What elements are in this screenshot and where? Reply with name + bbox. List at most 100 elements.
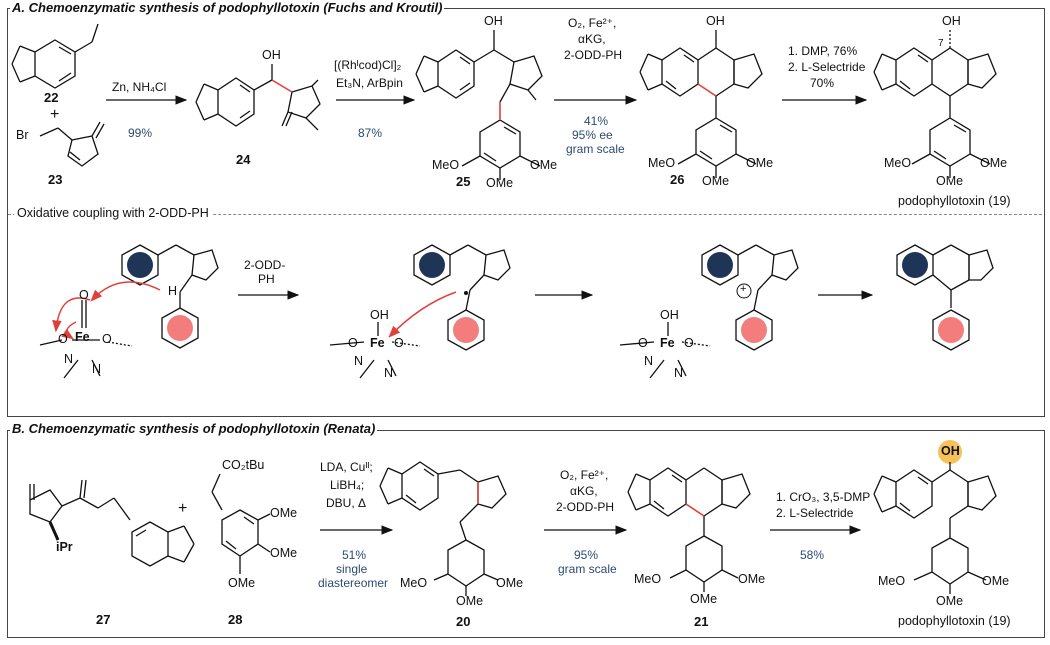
step-b1-yield-2: single bbox=[336, 562, 368, 576]
n-3a: N bbox=[644, 354, 654, 368]
step-b1-reagent-3: DBU, Δ bbox=[326, 496, 367, 510]
fe-2: Fe bbox=[370, 336, 385, 350]
meo-20: MeO bbox=[400, 576, 428, 590]
oh-fe-3: OH bbox=[660, 308, 679, 322]
podophyllotoxin-b-structure bbox=[873, 440, 997, 594]
pink-ring-icon bbox=[167, 315, 193, 341]
step-b1-yield-1: 51% bbox=[342, 548, 367, 562]
new-bond-21 bbox=[685, 503, 705, 517]
oh-19b: OH bbox=[941, 444, 960, 458]
mechanism-step-3 bbox=[619, 244, 799, 379]
panel-b-frame bbox=[7, 430, 1045, 638]
co2tbu-label: CO₂tBu bbox=[222, 458, 265, 472]
step-b3-yield: 58% bbox=[800, 548, 825, 562]
compound-25-structure bbox=[415, 30, 543, 180]
step-b2-reagent-1: O₂, Fe²⁺, bbox=[560, 468, 609, 482]
step-a3-reagent-2: αKG, bbox=[578, 32, 606, 46]
compound-23-structure bbox=[39, 121, 105, 167]
compound-22-structure bbox=[11, 23, 99, 89]
panel-a-title: A. Chemoenzymatic synthesis of podophyll… bbox=[10, 0, 445, 15]
step-a3-reagent-3: 2-ODD-PH bbox=[564, 48, 623, 62]
meo-26: MeO bbox=[648, 156, 676, 170]
oh-fe-2: OH bbox=[370, 308, 389, 322]
compound-21-structure bbox=[627, 467, 751, 592]
o-left-2: O bbox=[348, 336, 358, 350]
oh-26: OH bbox=[706, 14, 725, 28]
n-2a: N bbox=[354, 354, 364, 368]
o-right-2: O bbox=[394, 336, 404, 350]
step-b3-reagent-1: 1. CrO₃, 3,5-DMP bbox=[776, 490, 871, 504]
step-b1-reagent-2: LiBH₄; bbox=[330, 478, 365, 492]
ome-19b2: OMe bbox=[936, 594, 964, 608]
n-2b: N bbox=[384, 366, 394, 380]
o-right-3: O bbox=[684, 336, 694, 350]
step-a1-yield: 99% bbox=[128, 126, 153, 140]
plus-sign-a: + bbox=[50, 106, 60, 123]
ome-19b1: OMe bbox=[982, 574, 1010, 588]
oh-highlight-icon bbox=[938, 440, 962, 464]
label-25: 25 bbox=[456, 174, 471, 189]
step-a3-yield-3: gram scale bbox=[566, 142, 625, 156]
podophyllotoxin-a-structure bbox=[873, 30, 997, 178]
ome-21a: OMe bbox=[738, 572, 766, 586]
label-27: 27 bbox=[96, 612, 111, 627]
plus-sign-b: + bbox=[178, 500, 188, 517]
step-a4-reagent-2: 2. L-Selectride bbox=[788, 60, 866, 74]
new-bond-24 bbox=[271, 79, 293, 93]
carbocation-charge: + bbox=[740, 283, 747, 295]
meo-19b: MeO bbox=[878, 574, 906, 588]
o-top-1: O bbox=[79, 288, 89, 302]
label-22: 22 bbox=[44, 90, 59, 105]
step-a4-reagent-3: 70% bbox=[810, 76, 835, 90]
step-b2-reagent-2: αKG, bbox=[570, 484, 598, 498]
ome-26b: OMe bbox=[702, 174, 730, 188]
oh-19a: OH bbox=[942, 14, 961, 28]
label-28: 28 bbox=[228, 612, 243, 627]
n-1a: N bbox=[64, 352, 74, 366]
o-left-1: O bbox=[58, 332, 68, 346]
o-right-1: O bbox=[102, 332, 112, 346]
step-a3-yield-2: 95% ee bbox=[572, 128, 613, 142]
step-a4-reagent-1: 1. DMP, 76% bbox=[788, 44, 858, 58]
fe-3: Fe bbox=[660, 336, 675, 350]
panel-a-frame bbox=[7, 8, 1045, 417]
step-b1-yield-3: diastereomer bbox=[318, 576, 389, 590]
mechanism-reagent-1: 2-ODD- bbox=[244, 258, 286, 272]
section-divider bbox=[8, 214, 1042, 215]
ome-19a1: OMe bbox=[980, 156, 1008, 170]
c7-label: 7 bbox=[938, 38, 944, 49]
step-a3-yield-1: 41% bbox=[584, 114, 609, 128]
compound-28-structure bbox=[211, 473, 271, 574]
ome-28b: OMe bbox=[270, 546, 298, 560]
n-1b: N bbox=[92, 362, 102, 376]
ome-28a: OMe bbox=[270, 506, 298, 520]
label-21: 21 bbox=[694, 614, 709, 629]
panel-b-title: B. Chemoenzymatic synthesis of podophyll… bbox=[10, 421, 378, 436]
mechanism-reagent-2: PH bbox=[258, 272, 275, 286]
mechanism-step-1 bbox=[39, 244, 219, 379]
compound-24-structure bbox=[195, 64, 321, 131]
step-a2-yield: 87% bbox=[358, 126, 383, 140]
ome-25b: OMe bbox=[486, 176, 514, 190]
n-3b: N bbox=[674, 366, 684, 380]
product-name-b: podophyllotoxin (19) bbox=[898, 614, 1011, 628]
ome-21b: OMe bbox=[690, 592, 718, 606]
step-a1-reagent: Zn, NH₄Cl bbox=[112, 80, 167, 94]
blue-ring-icon bbox=[127, 252, 153, 278]
step-b3-reagent-2: 2. L-Selectride bbox=[776, 506, 854, 520]
bromo-label: Br bbox=[16, 128, 29, 142]
step-b1-reagent-1: LDA, Cuᴵᴵ; bbox=[320, 460, 373, 474]
step-a2-reagent-2: Et₃N, ArBpin bbox=[336, 76, 403, 90]
label-23: 23 bbox=[48, 172, 63, 187]
step-b2-reagent-3: 2-ODD-PH bbox=[556, 500, 615, 514]
ome-26a: OMe bbox=[746, 156, 774, 170]
label-26: 26 bbox=[670, 172, 685, 187]
step-b2-yield-2: gram scale bbox=[558, 562, 617, 576]
mechanism-step-2 bbox=[329, 244, 511, 379]
ome-28c: OMe bbox=[228, 576, 256, 590]
fe-1: Fe bbox=[75, 330, 90, 344]
o-left-3: O bbox=[638, 336, 648, 350]
mechanism-subtitle: Oxidative coupling with 2-ODD-PH bbox=[14, 206, 212, 220]
oh-24: OH bbox=[262, 48, 281, 62]
